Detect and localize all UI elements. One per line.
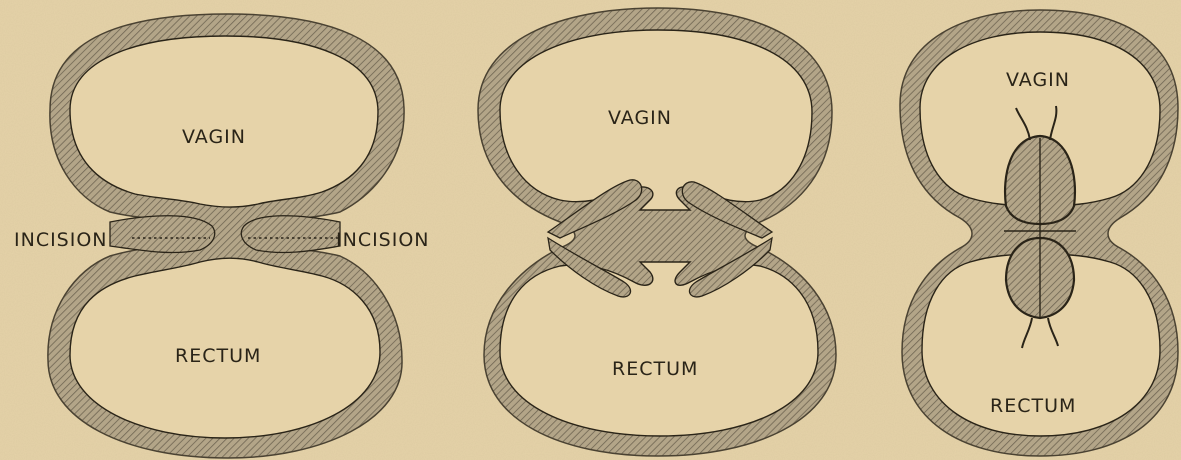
figure-left-septum-left <box>110 216 215 253</box>
figure-left-top-label: VAGIN <box>182 126 246 148</box>
figure-left-bottom-label: RECTUM <box>175 345 261 367</box>
figure-left-septum-right <box>241 216 340 253</box>
incision-label-right: INCISION <box>336 229 430 251</box>
figure-middle-rectum-cavity <box>500 262 818 436</box>
figure-right-bottom-label: RECTUM <box>990 395 1076 417</box>
figure-left: INCISION INCISION VAGIN RECTUM <box>14 14 430 458</box>
figure-middle-bottom-label: RECTUM <box>612 358 698 380</box>
figure-middle-top-label: VAGIN <box>608 107 672 129</box>
figure-right-top-label: VAGIN <box>1006 69 1070 91</box>
incision-label-left: INCISION <box>14 229 108 251</box>
figure-left-vagin-cavity <box>70 36 378 207</box>
